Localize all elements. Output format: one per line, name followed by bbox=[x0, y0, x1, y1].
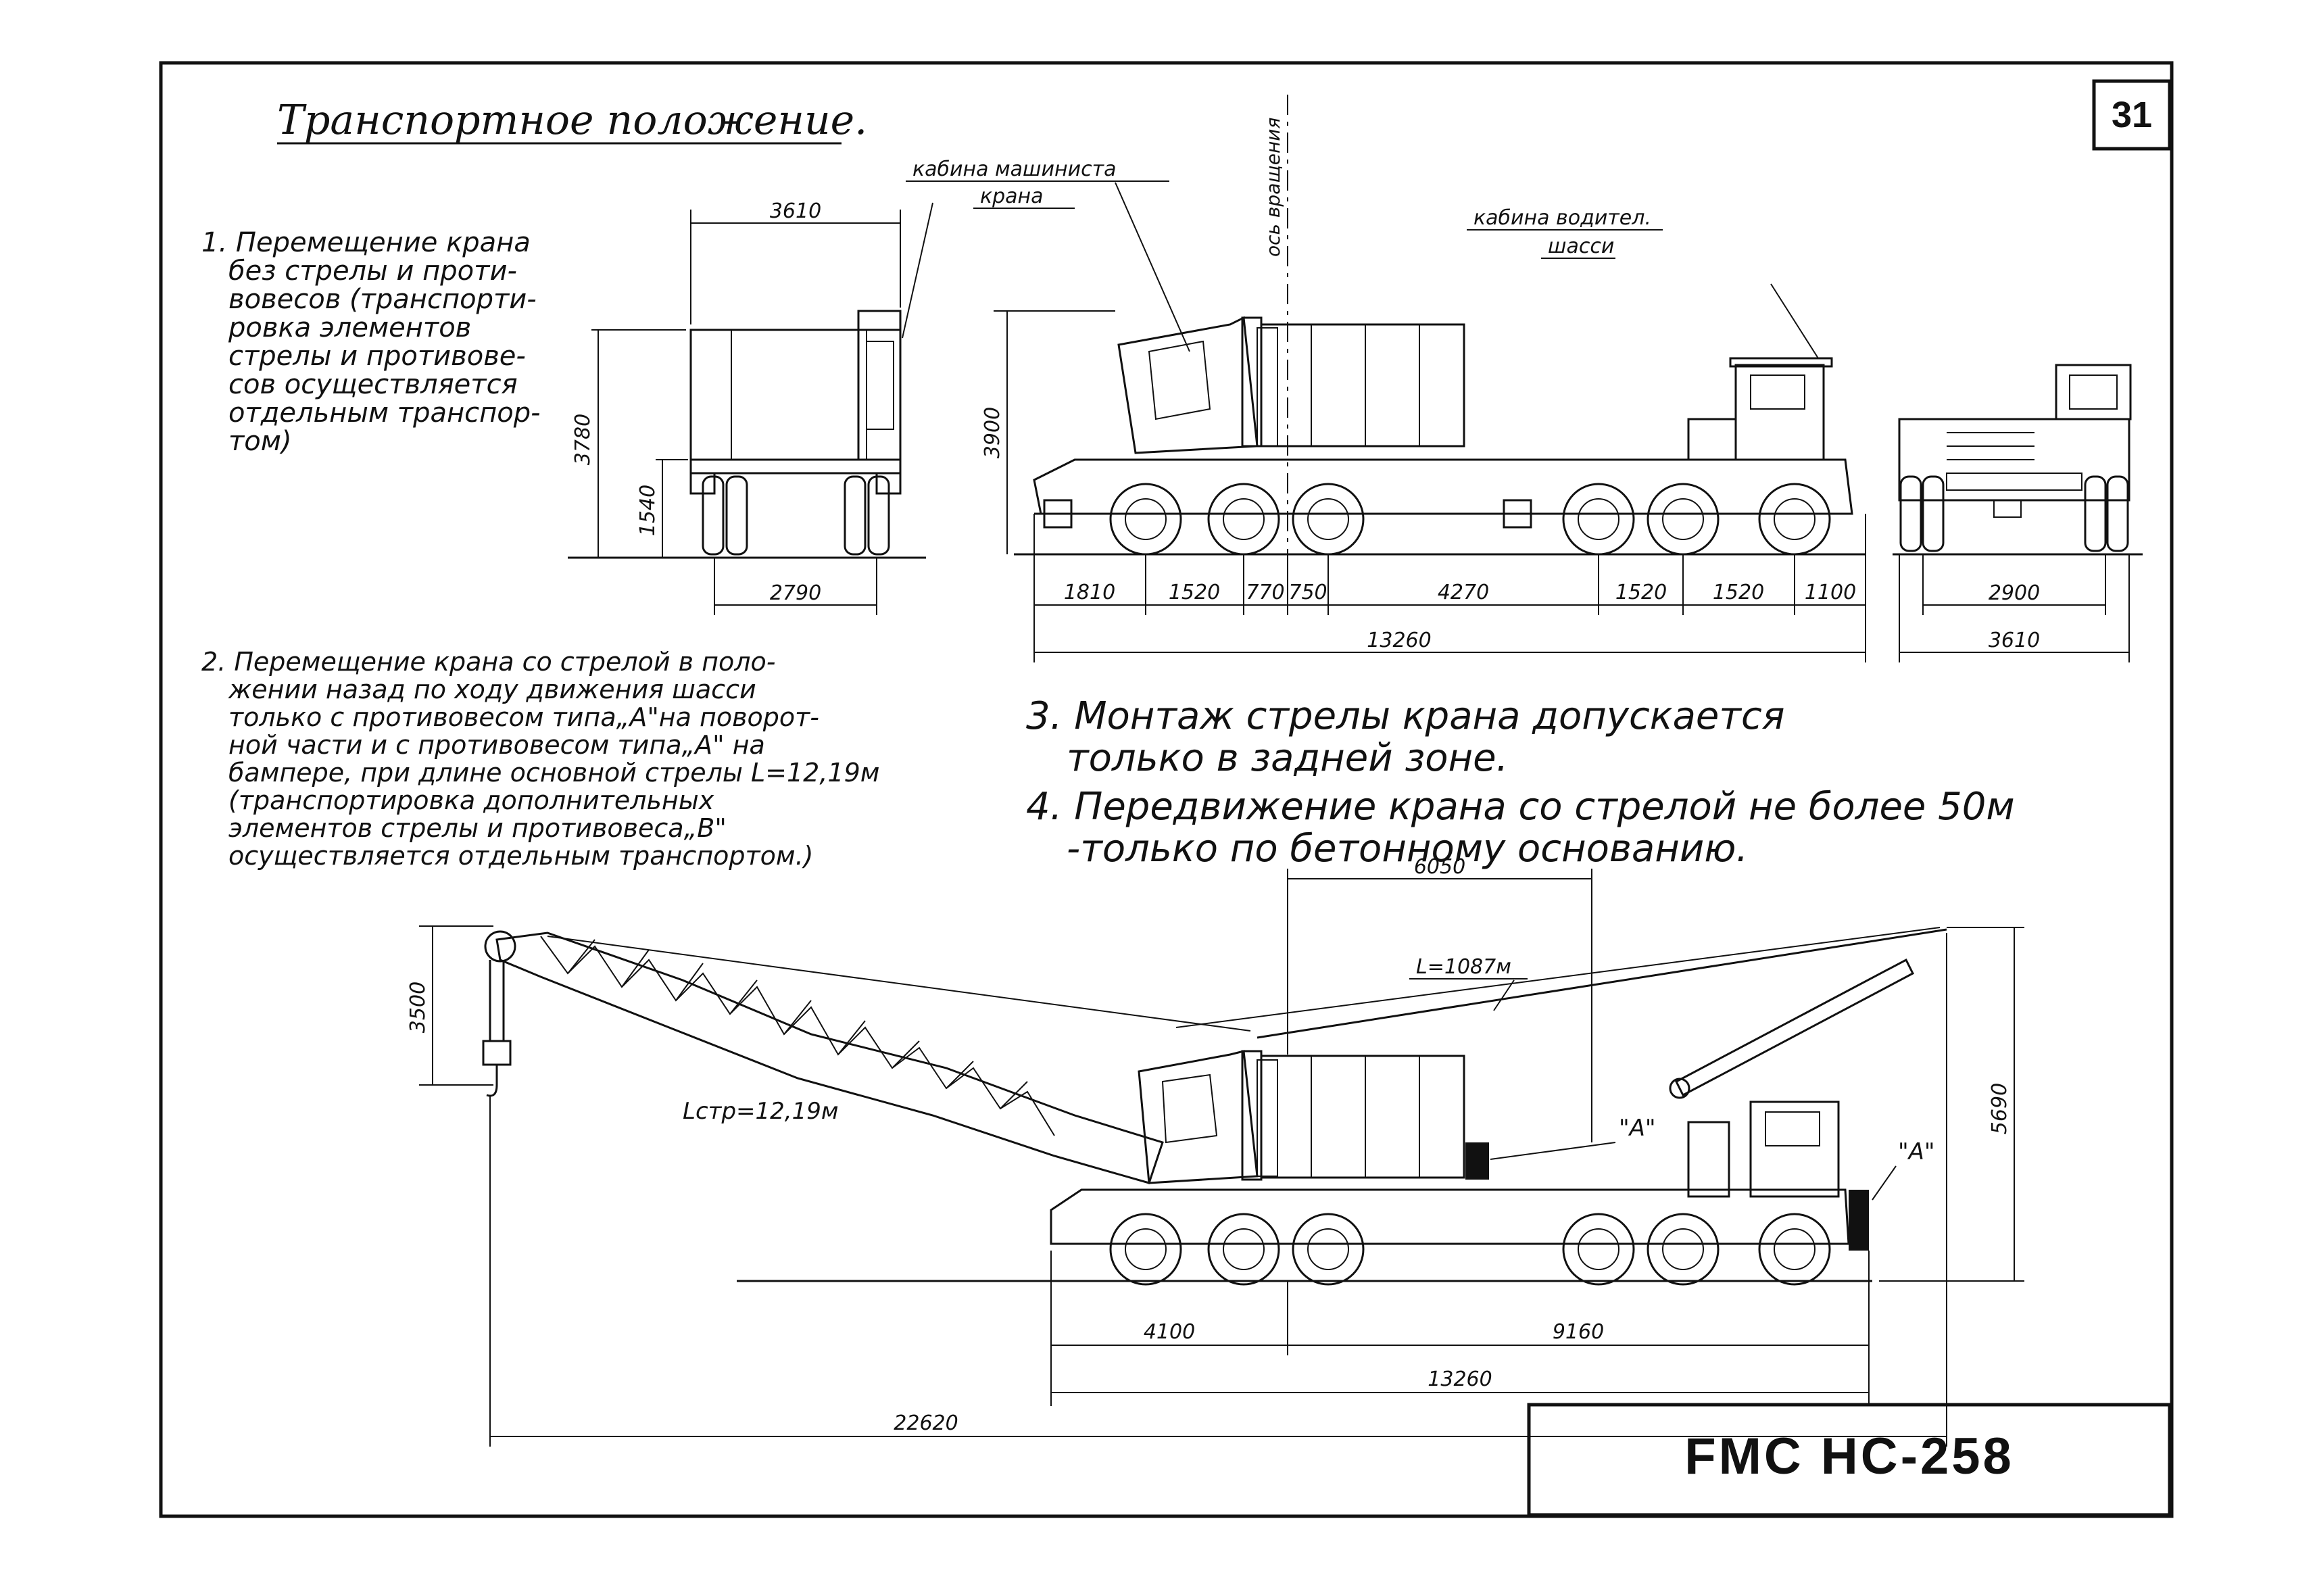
dim-boom-height: 5690 bbox=[1988, 1083, 2012, 1134]
dim-front-width: 3610 bbox=[770, 199, 821, 223]
note-1-line: том) bbox=[228, 426, 292, 457]
dim-boom-rear: 9160 bbox=[1553, 1320, 1604, 1344]
dim-front-deck: 1540 bbox=[636, 485, 660, 536]
page-title: Транспортное положение. bbox=[277, 97, 867, 144]
dim-boom-front: 4100 bbox=[1144, 1320, 1195, 1344]
note-4-line: 4. Передвижение крана со стрелой не боле… bbox=[1026, 785, 2015, 829]
drawing-code: FMC HC-258 bbox=[1684, 1428, 2014, 1485]
note-3-line: 3. Монтаж стрелы крана допускается bbox=[1026, 694, 1784, 738]
note-2-line: жении назад по ходу движения шасси bbox=[228, 675, 756, 704]
note-1-line: без стрелы и проти- bbox=[228, 256, 517, 287]
side-view-wheels bbox=[1109, 483, 1831, 556]
note-2-line: только с противовесом типа„A"на поворот- bbox=[228, 702, 819, 732]
dim-side-segment: 4270 bbox=[1438, 581, 1489, 604]
label-operator-cabin-2: крана bbox=[980, 185, 1044, 208]
boom-view-wheels bbox=[1109, 1213, 1831, 1286]
note-2-line: бампере, при длине основной стрелы L=12,… bbox=[228, 758, 879, 788]
note-2-line: (транспортировка дополнительных bbox=[228, 785, 714, 815]
dim-top-span: 6050 bbox=[1414, 855, 1465, 879]
counterweight-a bbox=[1465, 1142, 1489, 1180]
side-view: ось вращения кабина машиниста крана каби… bbox=[902, 95, 1866, 608]
dim-front-height: 3780 bbox=[571, 414, 595, 465]
sheet-number: 31 bbox=[2112, 95, 2152, 135]
note-1-line: отдельным транспор- bbox=[228, 397, 541, 429]
dim-side-segment: 1520 bbox=[1713, 581, 1764, 604]
note-2-line: элементов стрелы и противовеса„B" bbox=[228, 813, 727, 843]
rotation-axis-label: ось вращения bbox=[1262, 118, 1284, 257]
note-1-line: стрелы и противове- bbox=[228, 341, 526, 372]
dim-side-segment: 770 bbox=[1246, 581, 1284, 604]
boom-view: Lстр=12,19м L=1087м "A" "A" bbox=[482, 927, 1947, 1286]
label-boom-length: Lстр=12,19м bbox=[683, 1098, 839, 1125]
note-1-line: ровка элементов bbox=[228, 312, 471, 343]
dim-boom-chassis: 13260 bbox=[1428, 1368, 1492, 1391]
dim-hook-height: 3500 bbox=[406, 982, 430, 1033]
rear-view-dimensions: 2900 3610 bbox=[1899, 554, 2130, 662]
notes-3-4: 3. Монтаж стрелы крана допускается тольк… bbox=[1026, 694, 2015, 871]
dim-side-segment: 1520 bbox=[1169, 581, 1220, 604]
note-1: 1. Перемещение крана без стрелы и проти-… bbox=[201, 227, 541, 457]
label-operator-cabin: кабина машиниста bbox=[912, 158, 1116, 181]
dim-side-height: 3900 bbox=[981, 407, 1004, 458]
dim-side-segment: 1100 bbox=[1805, 581, 1856, 604]
sheet-number-box bbox=[2092, 79, 2172, 151]
note-1-line: сов осуществляется bbox=[228, 369, 518, 400]
sheet-frame: 31 FMC HC-258 bbox=[159, 61, 2174, 1518]
label-driver-cabin-2: шасси bbox=[1548, 235, 1614, 258]
note-2-line: 2. Перемещение крана со стрелой в поло- bbox=[201, 647, 775, 677]
note-2: 2. Перемещение крана со стрелой в поло- … bbox=[201, 647, 879, 871]
dim-front-track: 2790 bbox=[770, 581, 821, 605]
front-view bbox=[568, 310, 926, 559]
note-4-line: -только по бетонному основанию. bbox=[1067, 827, 1748, 871]
dim-side-segment: 1520 bbox=[1615, 581, 1667, 604]
note-2-line: осуществляется отдельным транспортом.) bbox=[228, 841, 813, 871]
dim-boom-overall: 22620 bbox=[894, 1411, 958, 1435]
title-block bbox=[1527, 1403, 2172, 1517]
label-pendant-length: L=1087м bbox=[1416, 955, 1511, 979]
note-1-line: 1. Перемещение крана bbox=[201, 227, 531, 258]
note-3-line: только в задней зоне. bbox=[1067, 736, 1508, 780]
boom-view-dimensions: 3500 6050 5690 4100 9160 13260 22620 bbox=[406, 855, 2024, 1447]
dim-side-segment: 1810 bbox=[1064, 581, 1115, 604]
front-view-dimensions: 3610 3780 1540 2790 bbox=[571, 199, 901, 615]
dim-side-segment: 750 bbox=[1288, 581, 1327, 604]
note-1-line: вовесов (транспорти- bbox=[228, 284, 537, 315]
label-mark-a: "A" bbox=[1619, 1115, 1656, 1142]
side-view-dimensions: 3900 1810 1520 770 750 4270 1520 1520 11… bbox=[981, 310, 1866, 662]
dim-rear-track: 2900 bbox=[1989, 581, 2040, 605]
rear-view bbox=[1893, 364, 2143, 556]
label-driver-cabin: кабина водител. bbox=[1473, 206, 1651, 230]
bumper-counterweight bbox=[1849, 1190, 1869, 1251]
dim-rear-width: 3610 bbox=[1989, 629, 2040, 652]
label-mark-a-bumper: "A" bbox=[1898, 1138, 1935, 1165]
note-2-line: ной части и с противовесом типа„A" на bbox=[228, 730, 765, 760]
dim-side-total: 13260 bbox=[1367, 629, 1431, 652]
